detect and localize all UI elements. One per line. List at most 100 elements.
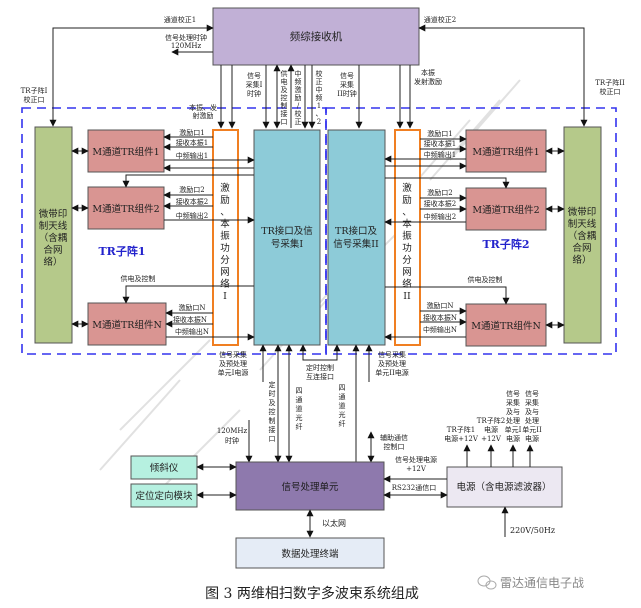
lo-tx1-1: 本振、发 — [189, 103, 217, 112]
pwr-out2-2: 电源 — [484, 425, 498, 434]
acq-clk2-2: 采集 — [340, 80, 354, 89]
clk120-2: 时钟 — [225, 436, 239, 445]
svg-text:及与: 及与 — [525, 408, 539, 416]
svg-text:信号: 信号 — [506, 389, 520, 398]
svg-text:制: 制 — [269, 416, 276, 425]
inclinometer-label: 倾斜仪 — [150, 462, 179, 474]
tr2-module-2: M通道TR组件2 — [465, 187, 547, 231]
svg-text:合网: 合网 — [43, 244, 62, 256]
tr-interface-2-label-2: 信号采集II — [333, 238, 379, 250]
tr1-module-n: M通道TR组件N — [87, 302, 167, 346]
cal-if-label: 校 正 中 频 1 、 2 — [316, 69, 323, 126]
svg-text:微带印: 微带印 — [39, 208, 68, 220]
splitter-1-label: 激 励 、 本 振 功 分 网 络 I — [220, 182, 230, 302]
svg-text:中: 中 — [316, 85, 323, 94]
svg-text:四: 四 — [296, 387, 303, 395]
antenna-2-label: 微带印 制天线 （含耦 合网 络） — [568, 206, 597, 266]
svg-text:单元II: 单元II — [522, 425, 542, 434]
splitter-2-label: 激 励 、 本 振 功 分 网 络 II — [402, 182, 412, 302]
pwr-out2-3: +12V — [481, 435, 502, 443]
svg-text:制天线: 制天线 — [568, 218, 597, 230]
tr-subarray-2-label: TR子阵2 — [483, 237, 530, 251]
lo-tx2-2: 发射激励 — [414, 77, 442, 86]
tr2-sig-2-lo: 接收本振2 — [424, 199, 456, 208]
tr2-module-n: M通道TR组件N — [465, 303, 547, 347]
tr2-sig-n-if: 中频输出N — [423, 325, 457, 334]
svg-text:电源: 电源 — [525, 434, 539, 443]
svg-text:励: 励 — [295, 94, 302, 102]
svg-text:中: 中 — [295, 69, 302, 78]
receiver-label: 频综接收机 — [290, 30, 343, 43]
svg-text:励: 励 — [402, 195, 412, 206]
antenna-1-label: 微带印 制天线 （含耦 合网 络） — [39, 208, 68, 268]
tr1-sig-n-lo: 接收本振N — [173, 315, 207, 324]
data-terminal-block — [235, 537, 385, 569]
wechat-watermark-text: 雷达通信电子战 — [500, 576, 584, 590]
pwr-ctrl1-label: 供电及控制 — [121, 274, 156, 283]
svg-text:本: 本 — [402, 218, 412, 230]
aux-comm-2: 控制口 — [384, 442, 405, 451]
svg-text:络: 络 — [220, 278, 230, 290]
svg-text:频: 频 — [295, 77, 302, 86]
pwr-ctrl-if-label: 供 电 及 控 制 接 口 — [281, 69, 288, 126]
splitter-1-block — [212, 129, 239, 346]
tr1-sig-1-lo: 接收本振1 — [176, 138, 208, 147]
svg-text:M通道TR组件1: M通道TR组件1 — [92, 146, 159, 158]
tr1-sig-1-exc: 激励口1 — [179, 128, 204, 137]
acq-clk1-3: 时钟 — [247, 89, 261, 98]
svg-text:（含耦: （含耦 — [568, 230, 597, 242]
svg-text:光: 光 — [339, 410, 346, 419]
svg-text:M通道TR组件N: M通道TR组件N — [471, 320, 541, 332]
tr2-sig-n-exc: 激励口N — [426, 301, 453, 310]
svg-text:络）: 络） — [43, 256, 62, 268]
tr2-sig-2-exc: 激励口2 — [427, 188, 452, 197]
svg-text:校: 校 — [295, 109, 302, 118]
timing-ctrl-if-label: 定 时 及 控 制 接 口 — [269, 380, 276, 443]
tr2-cal-port-2: 校正口 — [600, 87, 621, 96]
svg-text:/: / — [297, 102, 300, 110]
svg-text:、: 、 — [402, 207, 412, 218]
acq-pwr2-2: 及预处理 — [378, 359, 406, 368]
tr-subarray-1-label: TR子阵1 — [99, 244, 146, 258]
svg-text:处理: 处理 — [525, 416, 539, 425]
signal-processor-label: 信号处理单元 — [281, 481, 339, 493]
svg-text:、: 、 — [220, 207, 230, 218]
acq-pwr1-1: 信号采集 — [219, 350, 247, 359]
fiber2-label: 四 通 道 光 纤 — [339, 384, 346, 428]
svg-text:采集: 采集 — [506, 398, 520, 407]
svg-text:M通道TR组件N: M通道TR组件N — [92, 319, 162, 331]
svg-text:（含耦: （含耦 — [39, 232, 68, 244]
tr1-sig-2-if: 中频输出2 — [176, 211, 208, 220]
tr-interface-1-block — [253, 129, 321, 346]
svg-text:定: 定 — [269, 380, 276, 389]
timing-link-1: 定时控制 — [306, 363, 334, 372]
pwr-out1-2: 电源+12V — [444, 434, 479, 443]
svg-text:及: 及 — [281, 86, 288, 94]
sp-power-2: +12V — [406, 465, 427, 473]
svg-text:接: 接 — [281, 109, 288, 118]
tr1-cal-port-1: TR子阵I — [21, 86, 48, 95]
tr2-sig-1-if: 中频输出1 — [424, 150, 456, 159]
svg-text:正: 正 — [295, 118, 302, 126]
svg-text:纤: 纤 — [296, 422, 303, 431]
svg-text:光: 光 — [296, 413, 303, 422]
svg-text:控: 控 — [281, 93, 288, 102]
svg-text:制: 制 — [281, 101, 288, 110]
svg-text:网: 网 — [402, 267, 412, 278]
tr-subarray-2-region — [325, 107, 617, 355]
svg-text:电源: 电源 — [506, 434, 520, 443]
svg-text:单元I: 单元I — [505, 425, 522, 434]
cal1-label: 通道校正1 — [164, 15, 196, 24]
positioning-label: 定位定向模块 — [135, 490, 193, 502]
svg-text:口: 口 — [269, 435, 276, 443]
svg-text:功: 功 — [220, 243, 230, 254]
svg-text:制天线: 制天线 — [39, 220, 68, 232]
tr1-sig-2-exc: 激励口2 — [179, 185, 204, 194]
svg-text:1: 1 — [317, 102, 321, 110]
timing-link-2: 互连接口 — [306, 372, 334, 381]
tr-interface-1-label-1: TR接口及信 — [261, 225, 313, 237]
signal-processor-block — [235, 461, 385, 511]
tr2-sig-1-lo: 接收本振1 — [424, 139, 456, 148]
data-terminal-label: 数据处理终端 — [281, 548, 339, 560]
